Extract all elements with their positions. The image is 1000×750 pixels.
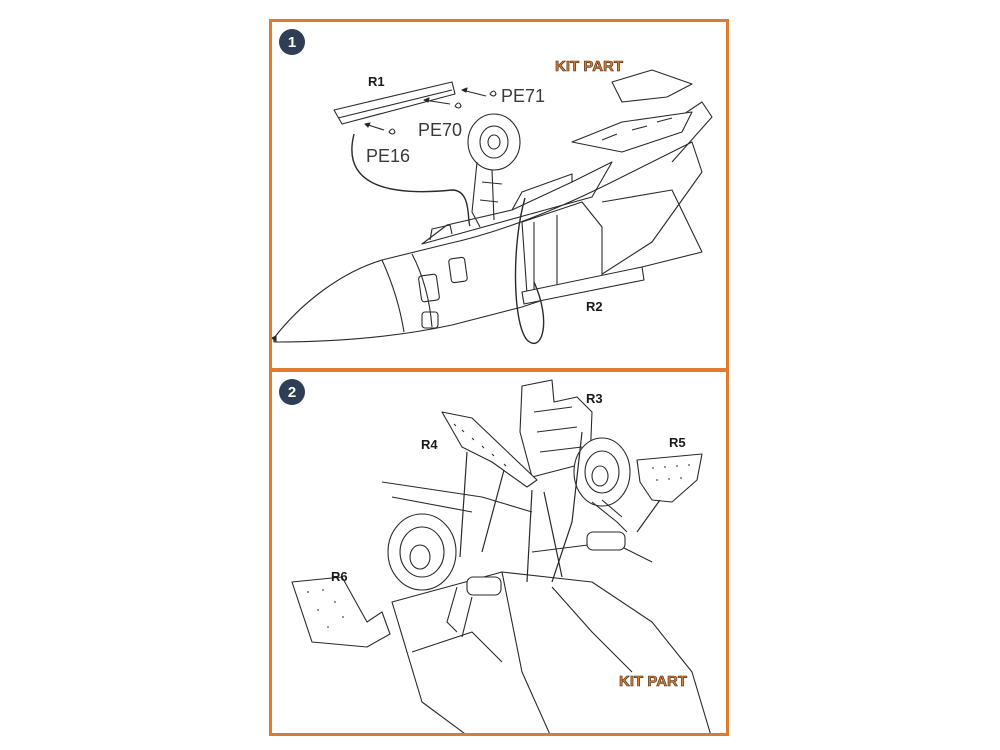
step-number-badge: 1 [279,29,305,55]
step-number-badge: 2 [279,379,305,405]
step-2-drawing [291,379,711,733]
part-label-r6: R6 [331,569,348,584]
part-label-r4: R4 [421,437,438,452]
step-1-panel: 1 R1 PE71 PE70 PE16 R2 KIT PART [269,19,729,371]
kit-part-label: KIT PART [619,673,688,691]
kit-part-label: KIT PART [555,58,624,76]
part-label-r5: R5 [669,435,686,450]
part-label-r1: R1 [368,74,385,89]
step-2-panel: 2 R3 R4 R5 R6 KIT PART [269,369,729,736]
part-label-pe16: PE16 [366,146,411,166]
part-label-pe71: PE71 [501,86,546,106]
part-label-pe70: PE70 [418,120,463,140]
part-label-r2: R2 [586,299,603,314]
step-1-drawing [272,69,713,344]
part-label-r3: R3 [586,391,603,406]
